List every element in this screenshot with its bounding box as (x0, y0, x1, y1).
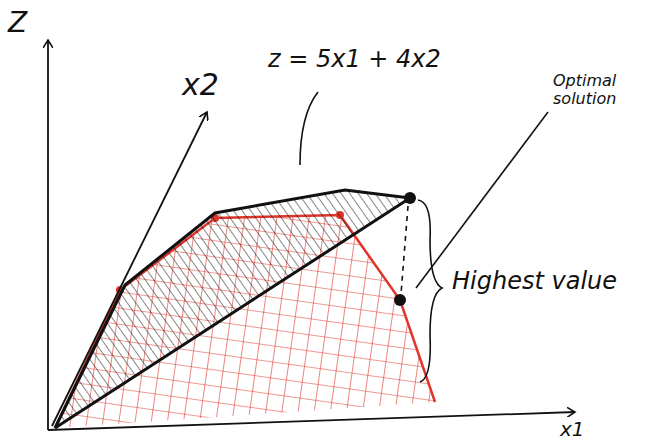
brace (418, 200, 442, 382)
callout-label: Highest value (452, 268, 617, 294)
callout-label: Optimal solution (553, 72, 641, 107)
leader-line (416, 112, 548, 288)
objective-function: z = 5x1 + 4x2 (268, 46, 441, 72)
axis-label: x1 (560, 418, 585, 440)
optimal-point (394, 294, 406, 306)
axes (48, 40, 575, 430)
axis-label: x2 (182, 68, 219, 101)
projection-line (401, 206, 408, 294)
leader-line (300, 92, 318, 165)
axis-label: Z (8, 8, 27, 39)
